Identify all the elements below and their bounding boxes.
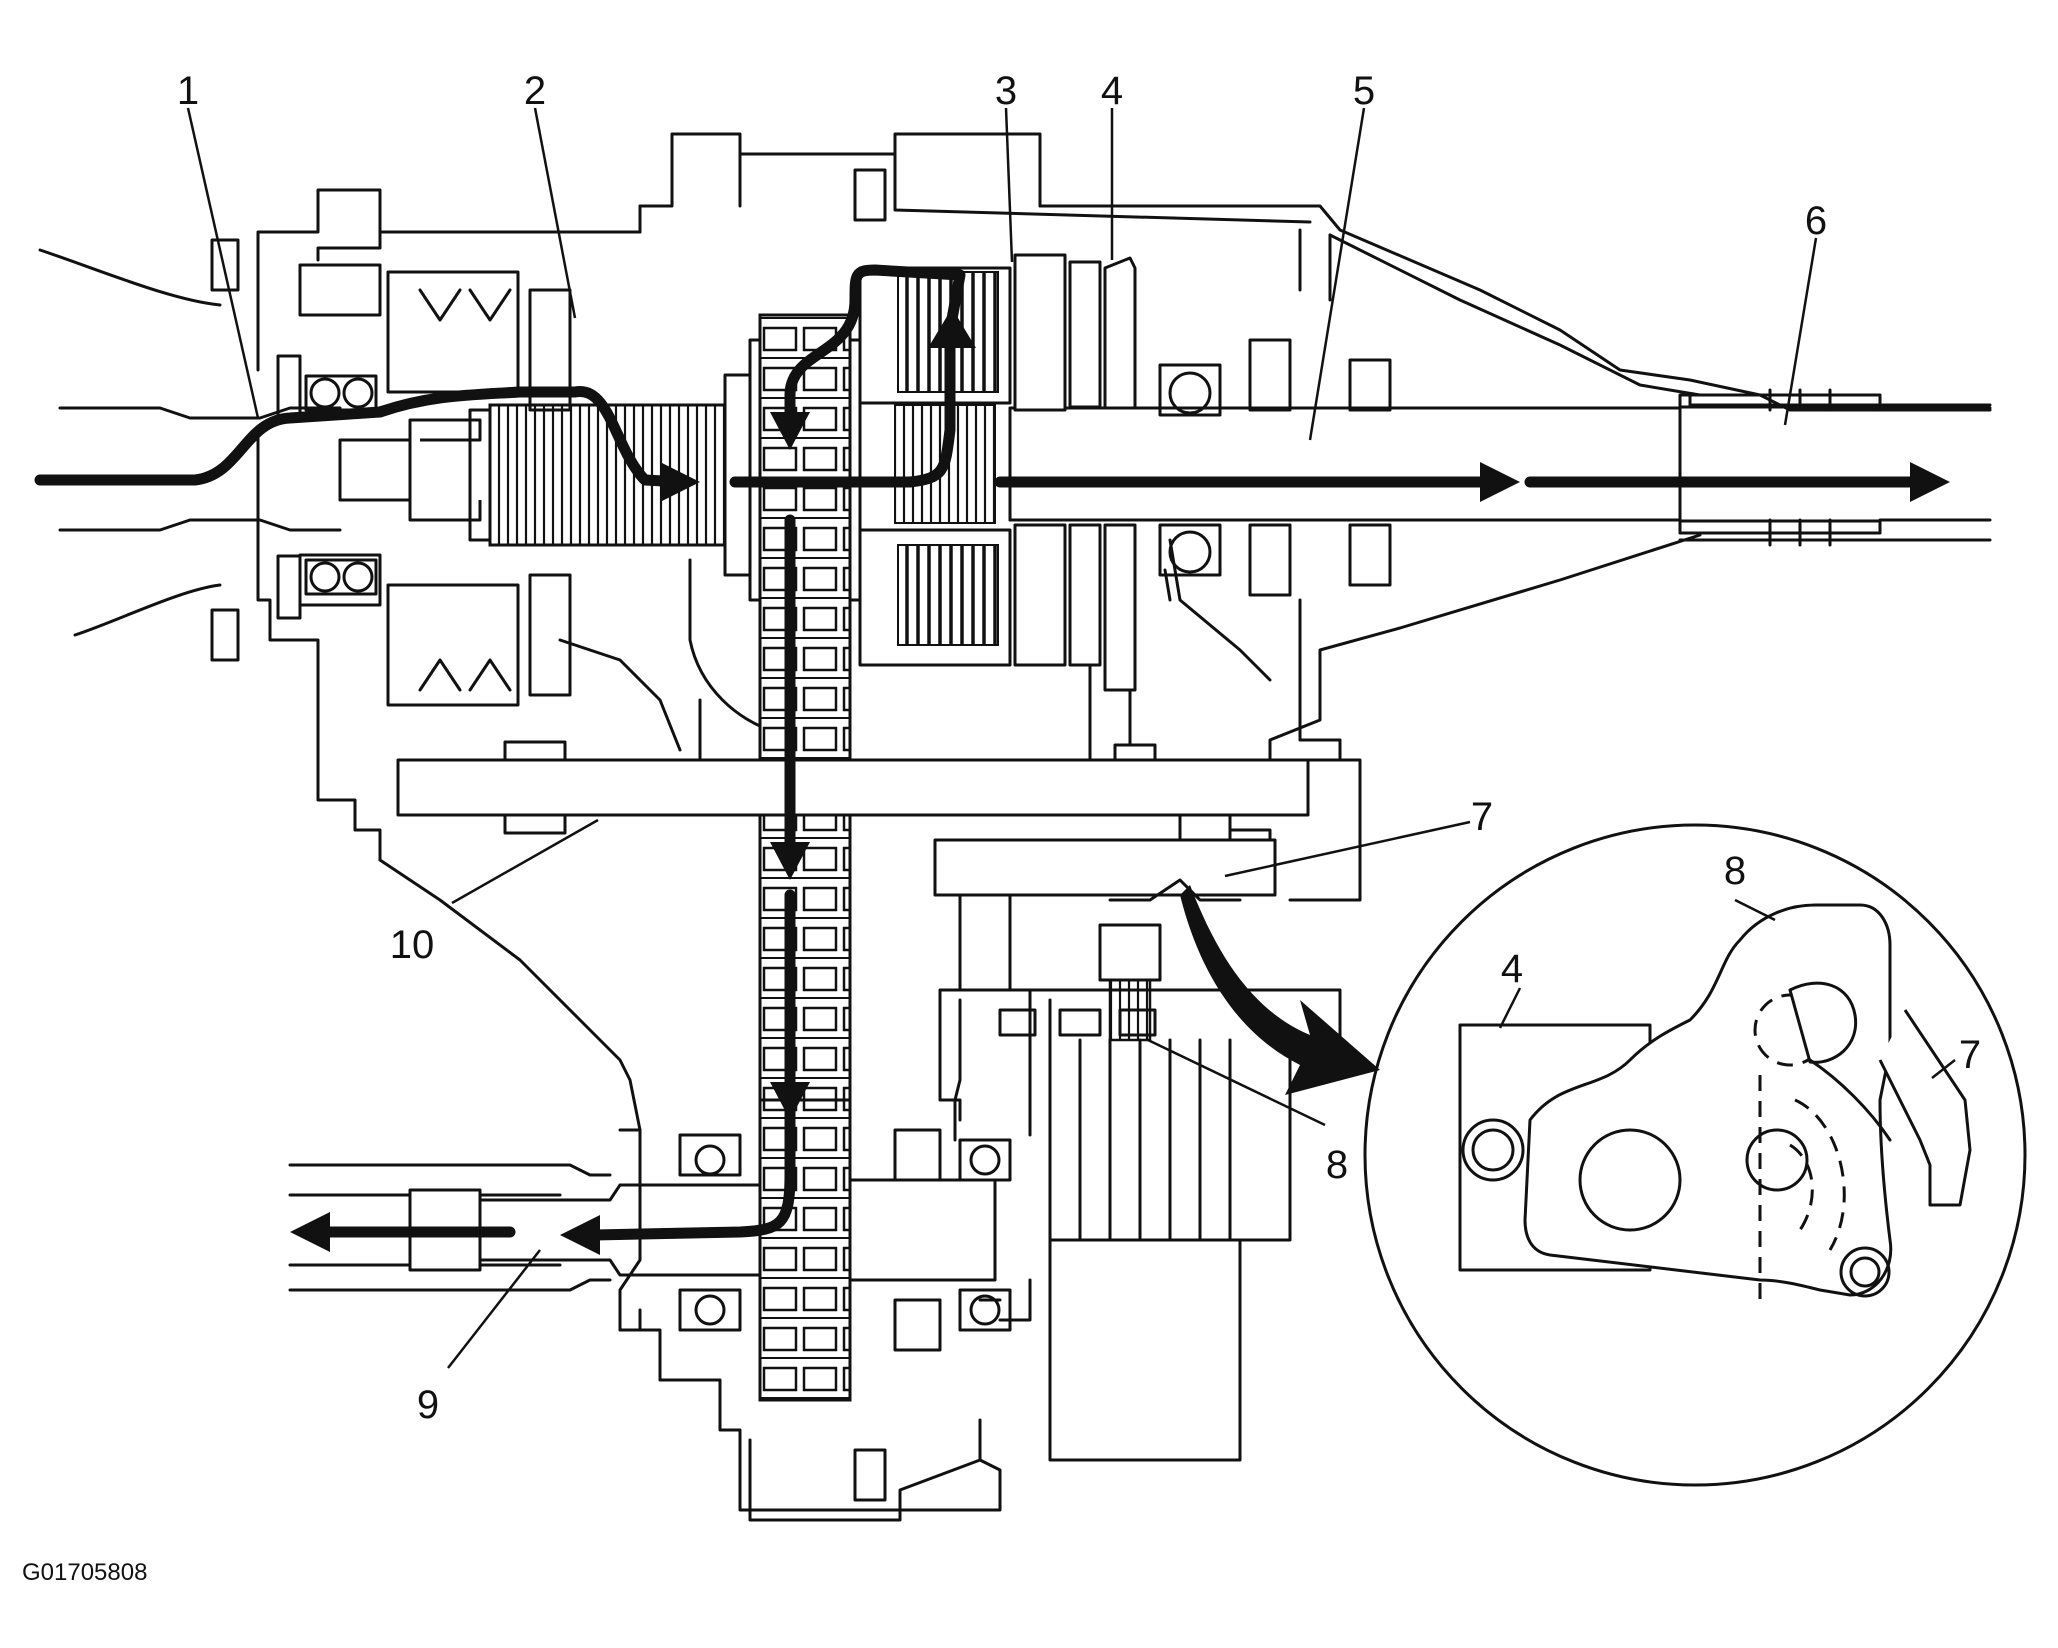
- callout-4: 4: [1101, 69, 1123, 113]
- callout-10: 10: [390, 923, 435, 967]
- front-output-shaft: [288, 1128, 1012, 1352]
- callout-8: 8: [1326, 1143, 1348, 1187]
- callout-5: 5: [1353, 69, 1375, 113]
- callout-labels: 1 2 3 4 5 6 7 8 9 10 4 8 7: [177, 69, 1981, 1427]
- housing: [210, 132, 1992, 1522]
- power-flow-arrows: [34, 264, 1950, 1255]
- callout-7: 7: [1471, 795, 1493, 839]
- detail-callout-4: 4: [1501, 947, 1523, 991]
- callout-3: 3: [995, 69, 1017, 113]
- detail-view: [1180, 823, 2027, 1487]
- callout-2: 2: [524, 69, 546, 113]
- detail-pointer-arrow: [1180, 885, 1380, 1095]
- callout-1: 1: [177, 69, 199, 113]
- callout-6: 6: [1805, 199, 1827, 243]
- clutch-pack: [858, 253, 1137, 692]
- drive-sprocket: [723, 313, 862, 1112]
- detail-callout-7: 7: [1959, 1033, 1981, 1077]
- rear-output-shaft: [1008, 338, 1992, 597]
- input-shaft: [38, 248, 762, 637]
- figure-id: G01705808: [22, 1559, 147, 1586]
- leader-lines: [186, 107, 1956, 1369]
- detail-callout-8: 8: [1724, 849, 1746, 893]
- encoder-motor: [933, 838, 1342, 1462]
- callout-9: 9: [417, 1383, 439, 1427]
